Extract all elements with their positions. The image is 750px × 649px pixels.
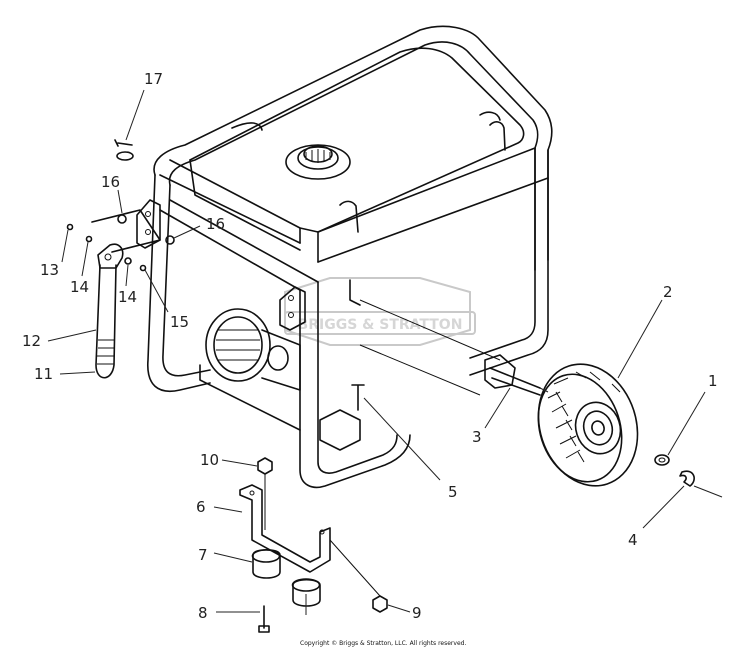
callout-11: 11: [34, 365, 53, 383]
callout-13: 13: [40, 261, 59, 279]
callout-6: 6: [196, 498, 206, 516]
callout-4: 4: [628, 531, 638, 549]
callout-3: 3: [472, 428, 482, 446]
fuel-tank: [189, 47, 525, 251]
callout-9: 9: [412, 604, 422, 622]
callout-8: 8: [198, 604, 208, 622]
callout-numbers: 1 2 3 4 5 6 7 8 9 10 11 12 13 14 14 15 1…: [22, 70, 718, 622]
callout-15: 15: [170, 313, 189, 331]
generator-frame: [147, 25, 553, 489]
callout-14-left: 14: [70, 278, 89, 296]
briggs-stratton-watermark: BRIGGS & STRATTON: [284, 277, 476, 346]
callout-5: 5: [448, 483, 458, 501]
callout-leaders: [47, 89, 723, 615]
wheel-assembly: [484, 354, 695, 487]
alternator: [199, 279, 501, 451]
callout-16-right: 16: [206, 215, 225, 233]
copyright-notice: Copyright © Briggs & Stratton, LLC. All …: [300, 640, 467, 647]
callout-12: 12: [22, 332, 41, 350]
callout-10: 10: [200, 451, 219, 469]
callout-1: 1: [708, 372, 718, 390]
callout-16-left: 16: [101, 173, 120, 191]
callout-17: 17: [144, 70, 163, 88]
callout-14-right: 14: [118, 288, 137, 306]
watermark-text: BRIGGS & STRATTON: [298, 317, 463, 333]
handle-assembly: [91, 209, 161, 379]
callout-2: 2: [663, 283, 673, 301]
foot-bracket-assembly: [239, 457, 388, 633]
callout-7: 7: [198, 546, 208, 564]
hardware-fasteners: [66, 139, 365, 411]
